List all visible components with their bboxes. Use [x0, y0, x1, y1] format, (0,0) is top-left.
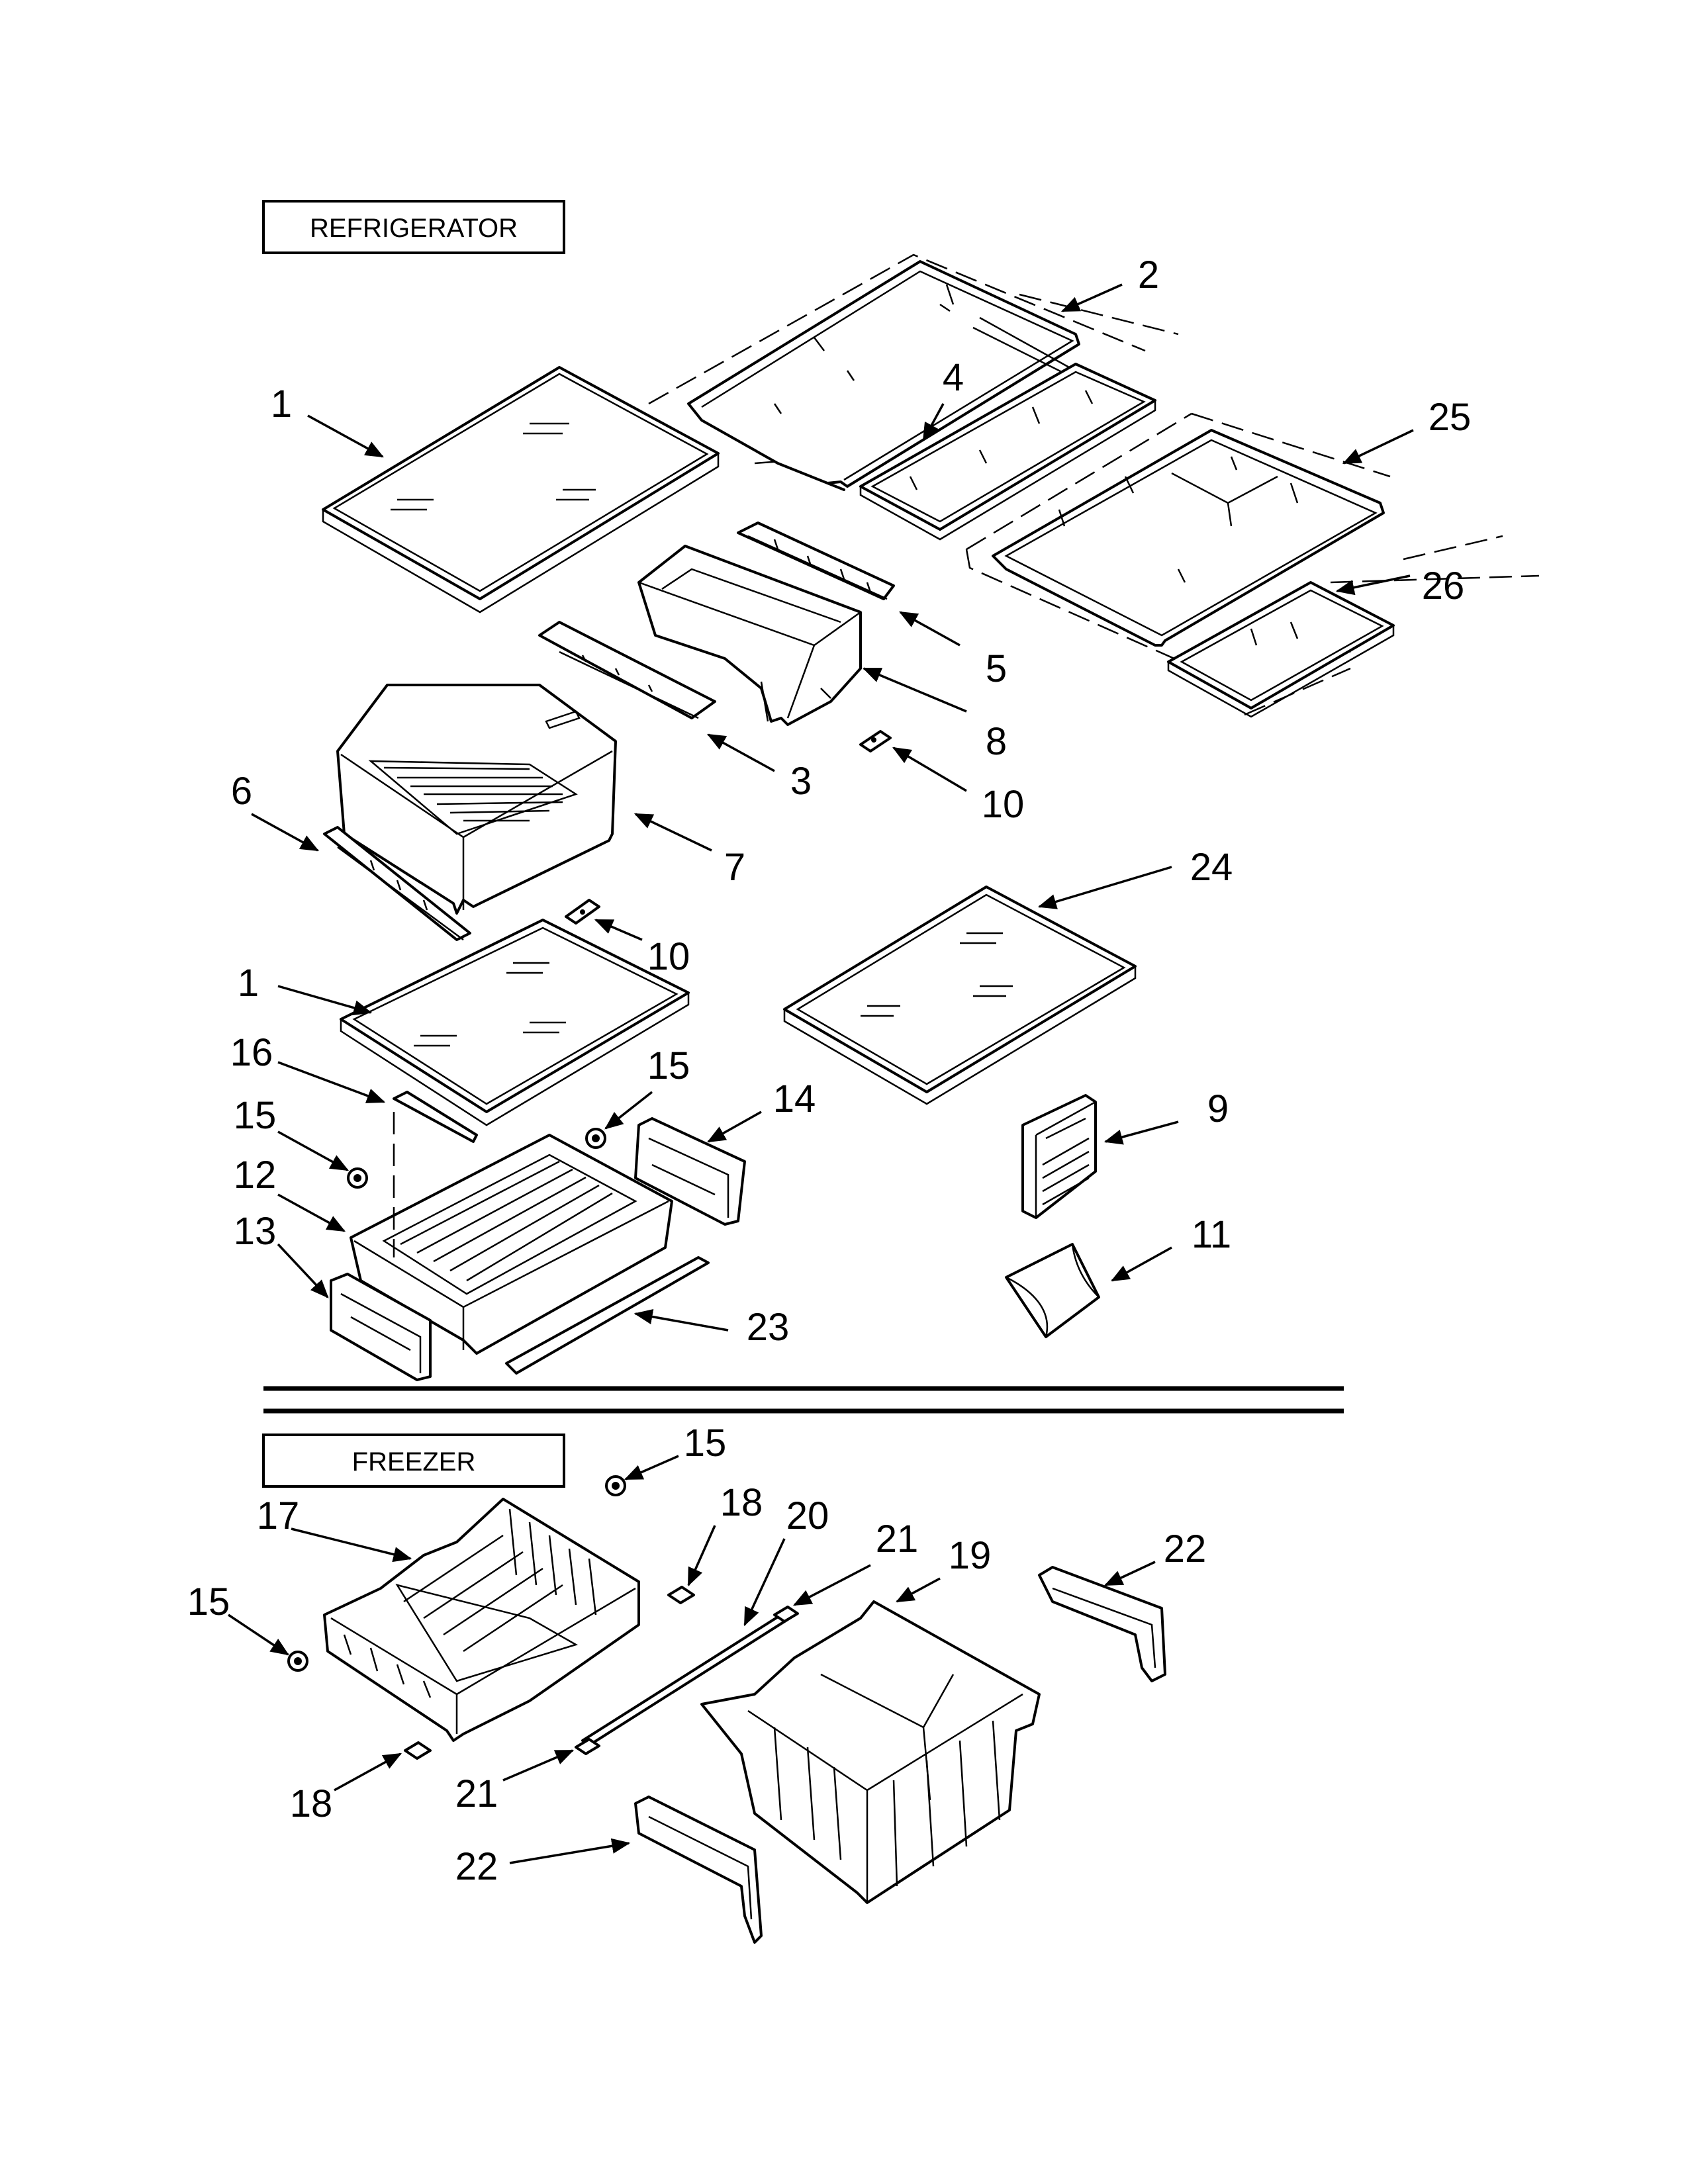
filter-part-9	[1021, 1094, 1097, 1219]
pan-drawer-part-12	[350, 1112, 673, 1355]
glass-shelf-part-24	[783, 886, 1137, 1105]
callout-26: 26	[1422, 565, 1465, 608]
freezer-drawer-part-19	[700, 1600, 1041, 1904]
callout-25: 25	[1429, 396, 1472, 439]
drawer-rail-part-6	[323, 826, 471, 941]
callout-22-lower: 22	[455, 1845, 498, 1888]
bracket-part-13	[330, 1273, 432, 1381]
callout-10-lower: 10	[647, 935, 690, 978]
callout-19: 19	[949, 1534, 992, 1577]
leader-lines	[228, 283, 1414, 1864]
callout-14: 14	[773, 1077, 816, 1120]
callout-20: 20	[786, 1494, 829, 1537]
drawer-stop-part-10-lower	[565, 899, 600, 925]
callout-13: 13	[234, 1210, 277, 1253]
callout-22-upper: 22	[1164, 1527, 1207, 1570]
drawer-stop-part-10-upper	[859, 730, 892, 752]
callout-16: 16	[230, 1031, 273, 1074]
pouch-part-11	[1005, 1243, 1100, 1338]
callout-5: 5	[986, 647, 1007, 690]
callout-7: 7	[724, 846, 745, 889]
refrigerator-section-label: REFRIGERATOR	[262, 200, 565, 254]
roller-part-15-freezer-top	[605, 1475, 626, 1496]
callout-15-freezer-left: 15	[187, 1580, 230, 1623]
split-shelf-frame-part-25	[965, 412, 1540, 716]
callout-21-upper: 21	[876, 1518, 919, 1561]
callout-23: 23	[747, 1306, 790, 1349]
roller-part-15-freezer-left	[287, 1651, 308, 1672]
drawer-slide-part-22-upper	[1038, 1566, 1166, 1682]
callout-1-lower: 1	[238, 962, 259, 1005]
callout-18-lower: 18	[290, 1782, 333, 1825]
split-shelf-frame-part-2	[648, 253, 1179, 491]
section-divider	[263, 1386, 1344, 1414]
glass-shelf-part-26	[1167, 581, 1395, 718]
callout-15-left: 15	[234, 1094, 277, 1137]
freezer-label-text: FREEZER	[352, 1447, 476, 1477]
callout-2: 2	[1138, 253, 1159, 296]
trim-strip-part-23	[505, 1256, 710, 1375]
callout-1-upper: 1	[271, 383, 292, 426]
callout-10-upper: 10	[982, 783, 1025, 826]
drawer-rail-part-5	[737, 522, 895, 600]
drawer-slide-part-16	[393, 1091, 478, 1143]
callout-12: 12	[234, 1154, 277, 1197]
bushing-part-18-lower	[404, 1741, 432, 1760]
callout-18-upper: 18	[720, 1481, 763, 1524]
glass-shelf-part-1-lower	[340, 919, 690, 1126]
freezer-section-label: FREEZER	[262, 1433, 565, 1488]
callout-17: 17	[257, 1494, 300, 1537]
callout-9: 9	[1207, 1087, 1229, 1130]
glass-shelf-part-1-upper	[322, 366, 720, 614]
callout-15-shelf: 15	[647, 1044, 690, 1087]
callout-4: 4	[943, 356, 964, 399]
cap-part-21-upper	[773, 1606, 799, 1623]
bracket-part-14	[634, 1117, 746, 1226]
callout-8: 8	[986, 720, 1007, 763]
glass-shelf-part-4	[859, 363, 1156, 541]
bushing-part-18-upper	[667, 1586, 695, 1604]
roller-part-15-upper	[585, 1128, 606, 1149]
roller-part-15-left	[347, 1167, 368, 1189]
drawer-cover-part-3	[538, 621, 716, 719]
cap-part-21-lower	[575, 1738, 600, 1755]
crisper-drawer-part-8	[637, 545, 862, 726]
callout-24: 24	[1190, 846, 1233, 889]
callout-3: 3	[790, 760, 812, 803]
freezer-basket-part-17	[323, 1498, 640, 1742]
refrigerator-label-text: REFRIGERATOR	[310, 214, 518, 243]
callout-21-lower: 21	[455, 1772, 498, 1815]
callout-15-freezer-top: 15	[684, 1422, 727, 1465]
drawer-slide-part-22-lower	[634, 1796, 763, 1944]
crisper-drawer-part-7	[336, 684, 617, 915]
callout-11: 11	[1192, 1213, 1231, 1256]
callout-6: 6	[231, 770, 252, 813]
callout-numbers: 1 2 4 25 5 26 8 3 10 6 7 10 24 1 16 15 1…	[187, 253, 1472, 1888]
